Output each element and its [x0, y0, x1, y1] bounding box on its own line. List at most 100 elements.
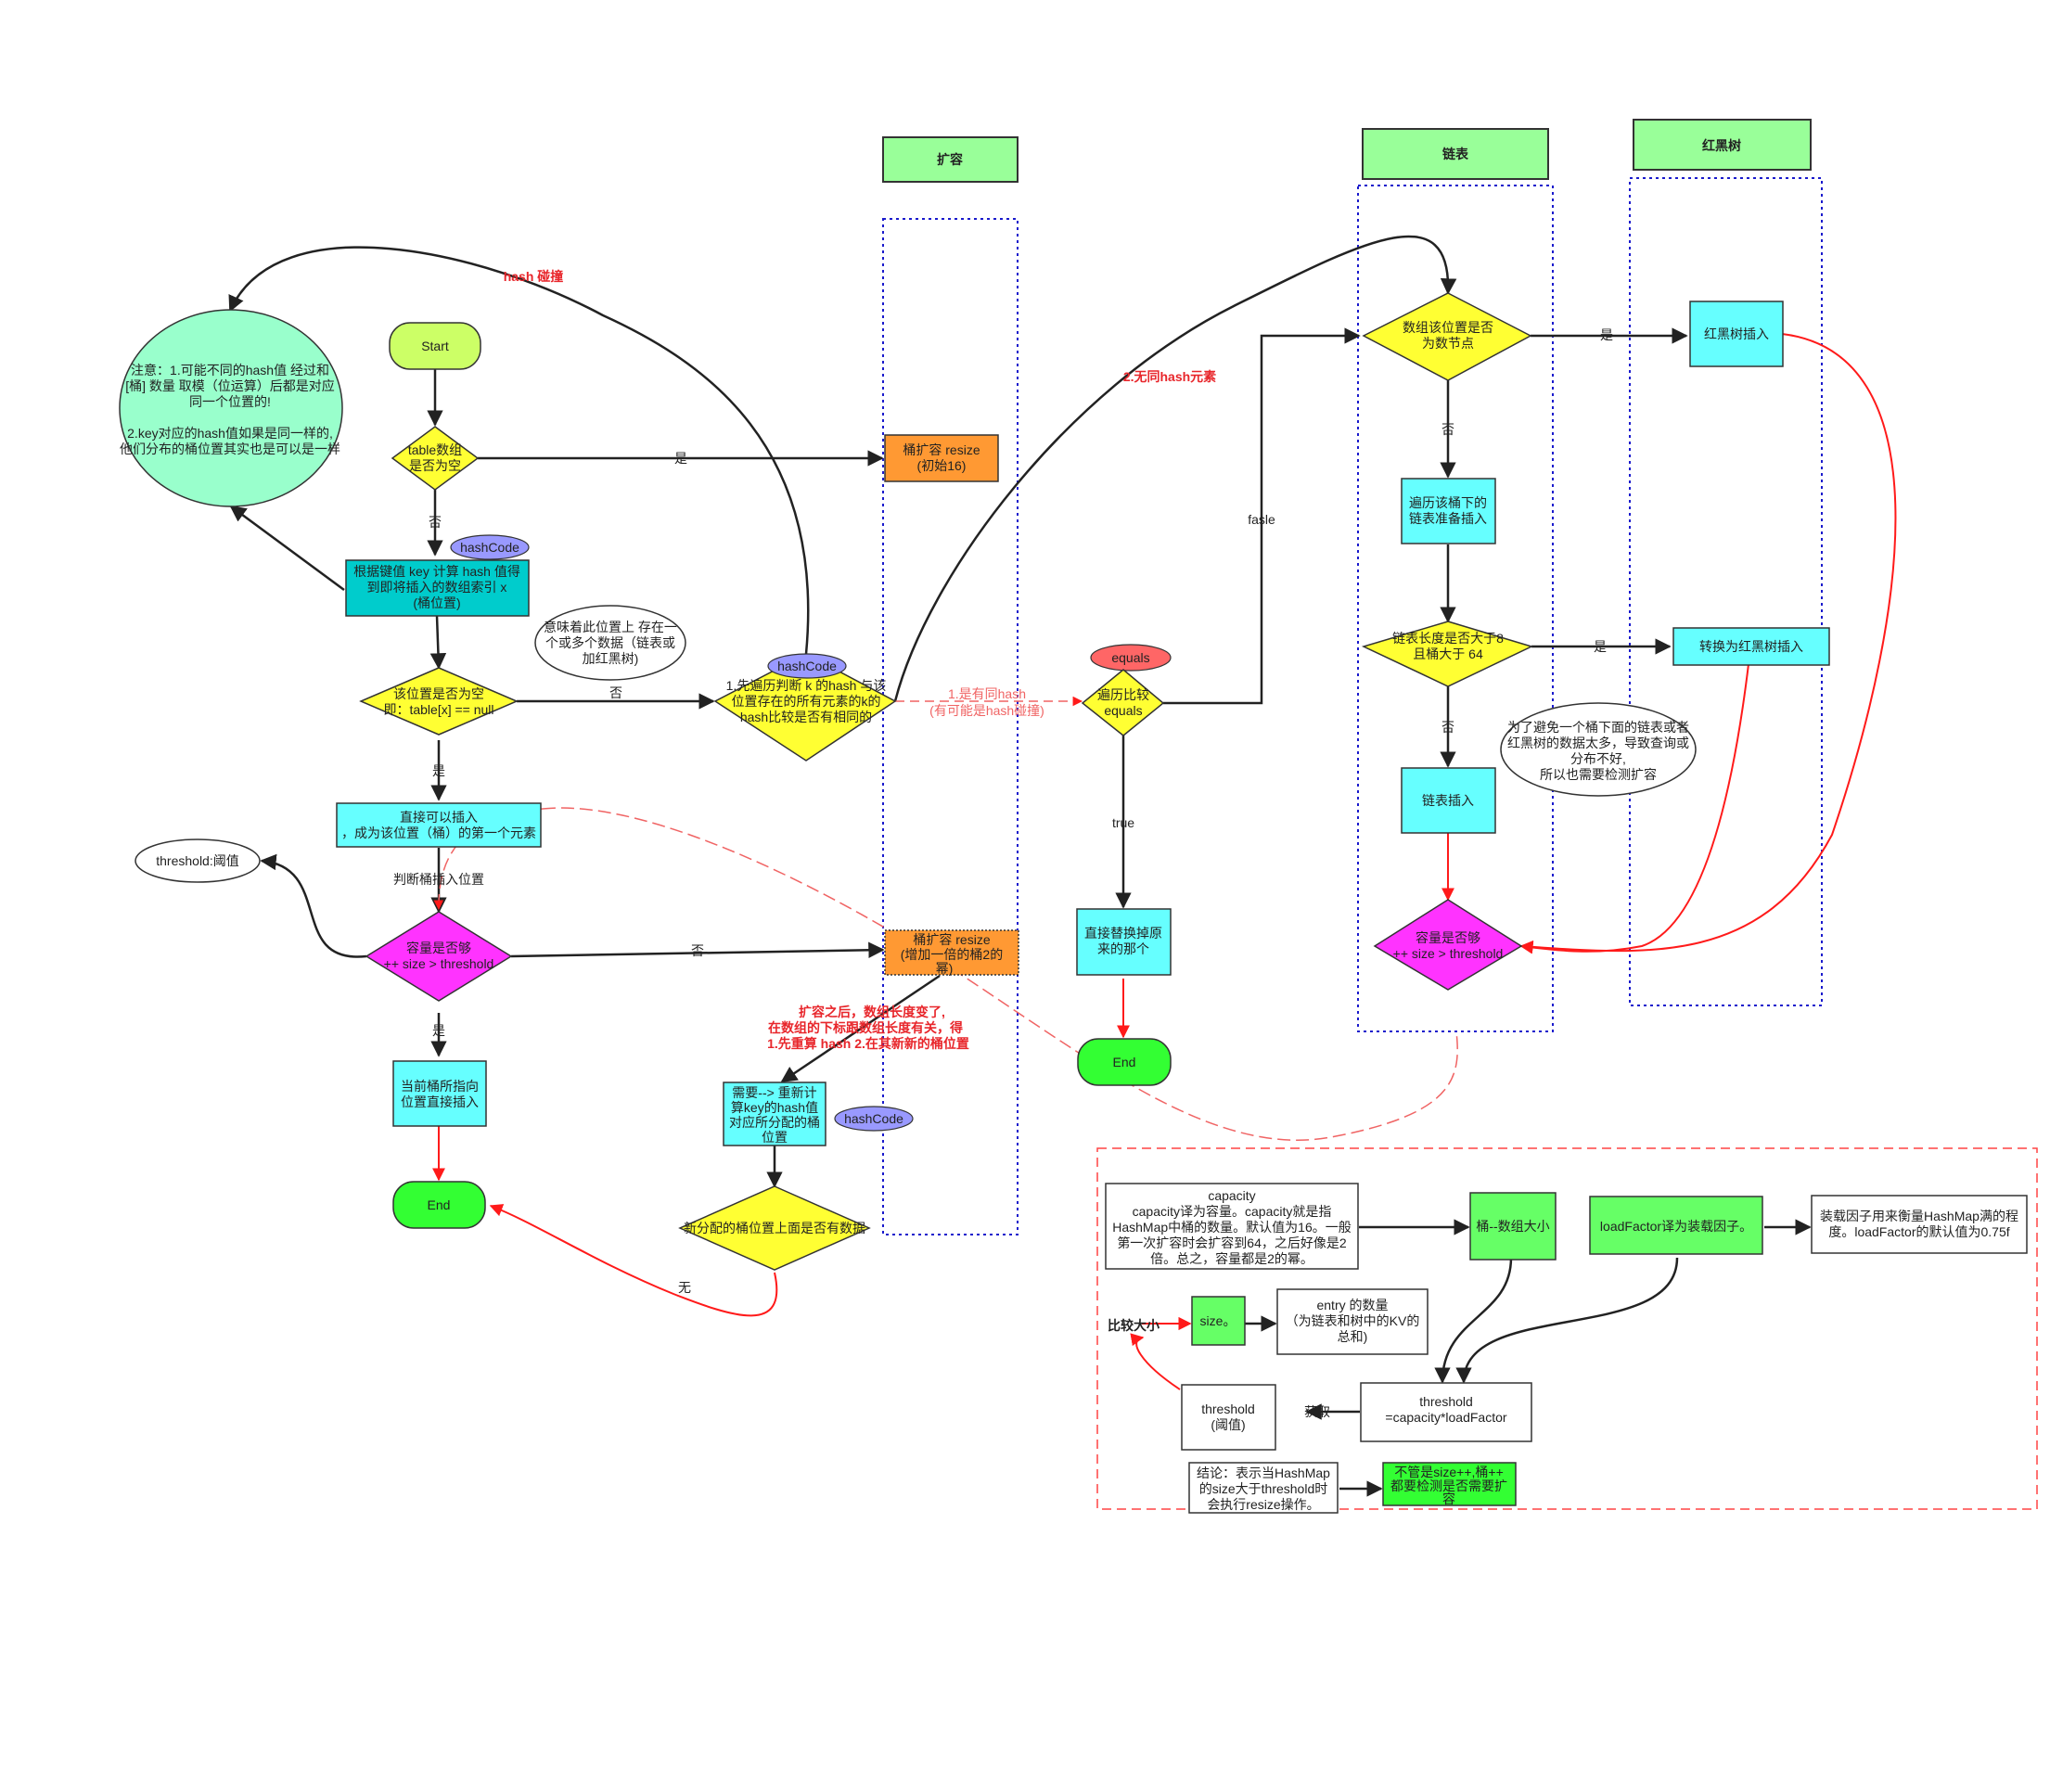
edges — [228, 235, 1897, 1497]
node-check-decision: 数组该位置是否 为数节点 — [1362, 292, 1532, 381]
svg-text:(增加一倍的桶2的: (增加一倍的桶2的 — [901, 947, 1003, 962]
legend-conclusion: 结论：表示当HashMap 的size大于threshold时 会执行resiz… — [1188, 1462, 1339, 1514]
legend-size: size。 — [1191, 1296, 1246, 1346]
equals-tag: equals — [1090, 644, 1172, 672]
svg-text:否: 否 — [691, 943, 704, 958]
list-length-decision: 链表长度是否大于8 且桶大于 64 — [1361, 621, 1534, 687]
svg-text:位置: 位置 — [762, 1130, 788, 1145]
svg-text:度。loadFactor的默认值为0.75f: 度。loadFactor的默认值为0.75f — [1828, 1224, 2009, 1239]
to-rb-insert-process: 转换为红黑树插入 — [1672, 627, 1830, 666]
legend-load-factor-desc: 装载因子用来衡量HashMap满的程 度。loadFactor的默认值为0.75… — [1811, 1195, 2028, 1254]
svg-text:当前桶所指向: 当前桶所指向 — [401, 1079, 479, 1094]
resize-init-process: 桶扩容 resize (初始16) — [884, 434, 999, 482]
svg-text:获取: 获取 — [1304, 1404, 1330, 1419]
svg-text:1.先重算 hash 2.在其新新的桶位置: 1.先重算 hash 2.在其新新的桶位置 — [767, 1036, 969, 1051]
resize-note-text: 扩容之后，数组长度变了, 在数组的下标跟数组长度有关，得 1.先重算 hash … — [767, 1005, 969, 1051]
svg-text:算key的hash值: 算key的hash值 — [731, 1100, 818, 1115]
svg-text:是: 是 — [432, 763, 445, 778]
svg-text:桶扩容 resize: 桶扩容 resize — [913, 932, 990, 947]
svg-text:链表长度是否大于8: 链表长度是否大于8 — [1392, 631, 1504, 646]
svg-text:红黑树插入: 红黑树插入 — [1704, 326, 1769, 341]
position-empty-decision: 该位置是否为空 即：table[x] == null — [359, 667, 519, 736]
svg-text:判断桶插入位置: 判断桶插入位置 — [393, 872, 484, 887]
svg-text:即：table[x] == null: 即：table[x] == null — [383, 702, 493, 717]
end-node-2: End — [1077, 1038, 1172, 1086]
svg-text:为数节点: 为数节点 — [1422, 336, 1474, 351]
svg-text:会执行resize操作。: 会执行resize操作。 — [1207, 1497, 1319, 1512]
legend-always-check: 不管是size++,桶++ 都要检测是否需要扩 容 — [1382, 1462, 1517, 1506]
table-empty-decision: table数组 是否为空 — [391, 426, 480, 491]
svg-text:1.是有同hash: 1.是有同hash — [948, 686, 1026, 701]
start-node: Start — [389, 322, 481, 370]
legend-fetch-label: 获取 — [1304, 1404, 1330, 1419]
traverse-equals-decision: 遍历比较 equals — [1081, 669, 1165, 736]
svg-text:equals: equals — [1111, 650, 1149, 665]
svg-text:是: 是 — [1600, 327, 1613, 342]
svg-text:，成为该位置（桶）的第一个元素: ，成为该位置（桶）的第一个元素 — [341, 826, 536, 840]
hashcode-tag-1: hashCode — [450, 534, 530, 560]
threshold-label-note: threshold:阈值 — [135, 838, 261, 883]
svg-text:不管是size++,桶++: 不管是size++,桶++ — [1394, 1465, 1504, 1479]
svg-text:容: 容 — [1442, 1491, 1455, 1506]
svg-text:(桶位置): (桶位置) — [413, 595, 460, 610]
svg-text:所以也需要检测扩容: 所以也需要检测扩容 — [1540, 767, 1657, 782]
lane-resize — [882, 218, 1019, 1235]
svg-text:转换为红黑树插入: 转换为红黑树插入 — [1699, 639, 1803, 654]
rehash-process: 需要--> 重新计 算key的hash值 对应所分配的桶 位置 — [723, 1082, 826, 1146]
svg-text:否: 否 — [1441, 422, 1454, 437]
svg-text:幂): 幂) — [936, 961, 954, 976]
legend-capacity: capacity capacity译为容量。capacity就是指 HashMa… — [1105, 1183, 1359, 1270]
svg-text:直接替换掉原: 直接替换掉原 — [1084, 926, 1162, 941]
lane-header-linked-list: 链表 — [1362, 128, 1549, 180]
rb-insert-process: 红黑树插入 — [1689, 301, 1784, 367]
svg-text:capacity: capacity — [1208, 1188, 1255, 1203]
svg-text:threshold: threshold — [1201, 1402, 1255, 1416]
hashcode-tag-2: hashCode — [767, 653, 847, 679]
svg-text:（为链表和树中的KV的: （为链表和树中的KV的 — [1286, 1313, 1420, 1328]
svg-text:在数组的下标跟数组长度有关，得: 在数组的下标跟数组长度有关，得 — [768, 1020, 963, 1035]
meaning-note: 意味着此位置上 存在一 个或多个数据（链表或 加红黑树) — [534, 605, 686, 681]
svg-text:是: 是 — [674, 451, 687, 466]
svg-text:(阈值): (阈值) — [1211, 1417, 1245, 1432]
legend-compare-label: 比较大小 — [1108, 1318, 1160, 1333]
legend-entry-count: entry 的数量 （为链表和树中的KV的 总和) — [1276, 1288, 1429, 1355]
svg-text:红黑树的数据太多，导致查询或: 红黑树的数据太多，导致查询或 — [1507, 736, 1689, 750]
svg-text:扩容: 扩容 — [937, 152, 963, 167]
svg-text:同一个位置的!: 同一个位置的! — [189, 394, 271, 409]
svg-text:意味着此位置上 存在一: 意味着此位置上 存在一 — [544, 620, 677, 634]
svg-text:size。: size。 — [1200, 1313, 1236, 1328]
svg-text:End: End — [428, 1197, 451, 1212]
svg-text:hash 碰撞: hash 碰撞 — [504, 269, 564, 284]
svg-text:table数组: table数组 — [408, 442, 462, 457]
svg-text:红黑树: 红黑树 — [1702, 138, 1741, 153]
svg-text:2.无同hash元素: 2.无同hash元素 — [1123, 369, 1216, 384]
svg-text:容量是否够: 容量是否够 — [1416, 930, 1480, 945]
svg-text:第一次扩容时会扩容到64，之后好像是2: 第一次扩容时会扩容到64，之后好像是2 — [1117, 1235, 1347, 1250]
lane-header-red-black-tree: 红黑树 — [1633, 119, 1812, 171]
svg-text:总和): 总和) — [1338, 1329, 1368, 1344]
svg-text:否: 否 — [429, 515, 442, 530]
svg-text:(有可能是hash碰撞): (有可能是hash碰撞) — [929, 703, 1044, 718]
svg-text:根据键值 key 计算 hash 值得: 根据键值 key 计算 hash 值得 — [353, 564, 520, 579]
svg-text:是: 是 — [1594, 639, 1607, 654]
svg-text:该位置是否为空: 该位置是否为空 — [393, 686, 484, 701]
svg-text:位置直接插入: 位置直接插入 — [401, 1094, 479, 1109]
svg-text:来的那个: 来的那个 — [1097, 941, 1149, 956]
lane-header-resize: 扩容 — [882, 136, 1019, 183]
capacity-check-decision-2: 容量是否够 ++ size > threshold — [1373, 899, 1523, 991]
svg-text:直接可以插入: 直接可以插入 — [400, 810, 478, 825]
direct-insert-process: 直接可以插入 ，成为该位置（桶）的第一个元素 — [336, 802, 542, 848]
traverse-compare-decision: 1.先遍历判断 k 的hash 与该 位置存在的所有元素的k的 hash比较是否… — [713, 653, 897, 762]
svg-text:fasle: fasle — [1248, 512, 1275, 527]
svg-text:比较大小: 比较大小 — [1108, 1318, 1160, 1333]
collision-note: 注意：1.可能不同的hash值 经过和 [桶] 数量 取模（位运算）后都是对应 … — [119, 309, 343, 507]
svg-text:桶扩容 resize: 桶扩容 resize — [903, 442, 980, 457]
traverse-list-process: 遍历该桶下的 链表准备插入 — [1401, 478, 1496, 544]
legend-threshold: threshold (阈值) — [1181, 1384, 1276, 1451]
svg-text:容量是否够: 容量是否够 — [406, 941, 471, 955]
svg-text:分布不好,: 分布不好, — [1570, 751, 1626, 766]
svg-text:threshold:阈值: threshold:阈值 — [156, 853, 238, 868]
svg-text:链表: 链表 — [1442, 147, 1469, 161]
svg-text:=capacity*loadFactor: =capacity*loadFactor — [1385, 1410, 1506, 1425]
